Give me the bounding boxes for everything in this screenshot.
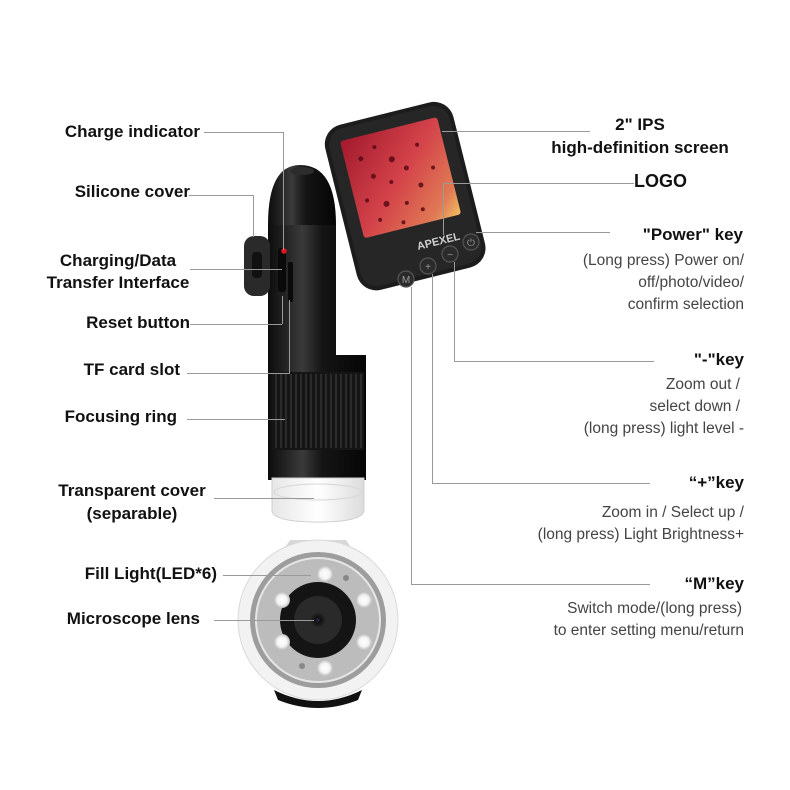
leader-reset-button xyxy=(190,324,282,325)
plus-key-desc-1: Zoom in / Select up / xyxy=(601,504,744,521)
leader-tf-card-v xyxy=(289,300,290,373)
plus-button-glyph: + xyxy=(425,262,431,273)
label-charging-data-2: Transfer Interface xyxy=(46,273,190,292)
focusing-ring-ribs xyxy=(272,372,364,450)
microscope-lens-shape xyxy=(310,612,326,628)
leader-microscope-lens xyxy=(214,620,314,621)
control-buttons xyxy=(397,233,480,288)
leader-minus-key-v xyxy=(454,262,455,361)
label-charging-data-1: Charging/Data xyxy=(59,251,177,270)
label-fill-light: Fill Light(LED*6) xyxy=(84,564,217,583)
leader-fill-light xyxy=(223,575,311,576)
screen-unit xyxy=(324,101,486,291)
leader-charge-indicator xyxy=(204,132,284,133)
leader-plus-key xyxy=(432,483,650,484)
leader-m-key xyxy=(411,584,650,585)
leader-plus-key-v xyxy=(432,274,433,483)
led-ring xyxy=(274,566,372,676)
label-screen-1: 2" IPS xyxy=(615,115,665,134)
leader-silicone-cover-v xyxy=(253,195,254,237)
label-logo: LOGO xyxy=(634,171,687,191)
label-minus-key: "-"key xyxy=(693,350,744,369)
leader-logo xyxy=(443,183,634,184)
label-screen-2: high-definition screen xyxy=(551,138,729,157)
minus-key-desc-2: select down / xyxy=(649,398,740,415)
power-key-desc-3: confirm selection xyxy=(627,296,744,313)
leader-charge-indicator-v xyxy=(283,132,284,250)
leader-screen xyxy=(442,131,590,132)
label-m-key: “M”key xyxy=(684,574,744,593)
leader-transparent-cover xyxy=(214,498,314,499)
leader-silicone-cover xyxy=(189,195,253,196)
minus-key-desc-3: (long press) light level - xyxy=(583,420,744,437)
label-reset-button: Reset button xyxy=(86,313,190,332)
lens-head xyxy=(237,539,399,708)
label-plus-key: “+”key xyxy=(688,473,744,492)
leader-reset-button-v xyxy=(282,296,283,324)
leader-minus-key xyxy=(454,361,654,362)
power-key-desc-1: (Long press) Power on/ xyxy=(582,252,744,269)
power-key-desc-2: off/photo/video/ xyxy=(638,274,744,291)
ips-screen xyxy=(340,117,461,238)
leader-power-key xyxy=(476,232,610,233)
label-tf-card-slot: TF card slot xyxy=(83,360,180,379)
label-microscope-lens: Microscope lens xyxy=(66,609,200,628)
power-button-glyph: ⏻ xyxy=(467,238,475,249)
leader-charging-data xyxy=(190,269,282,270)
label-power-key: "Power" key xyxy=(642,225,743,244)
label-focusing-ring: Focusing ring xyxy=(64,407,177,426)
label-charge-indicator: Charge indicator xyxy=(64,122,200,141)
charge-indicator-led xyxy=(281,248,287,254)
leader-logo-v xyxy=(443,183,444,235)
m-key-desc-1: Switch mode/(long press) xyxy=(567,600,742,617)
leader-m-key-v xyxy=(411,287,412,584)
minus-button-glyph: − xyxy=(447,250,453,261)
leader-tf-card xyxy=(187,373,290,374)
leader-focusing-ring xyxy=(187,419,285,420)
plus-key-desc-2: (long press) Light Brightness+ xyxy=(537,526,744,543)
minus-key-desc-1: Zoom out / xyxy=(665,376,740,393)
label-silicone-cover: Silicone cover xyxy=(74,182,190,201)
m-key-desc-2: to enter setting menu/return xyxy=(553,622,744,639)
label-transparent-cover-2: (separable) xyxy=(86,504,178,523)
m-button-glyph: M xyxy=(402,275,410,286)
label-transparent-cover-1: Transparent cover xyxy=(58,481,206,500)
